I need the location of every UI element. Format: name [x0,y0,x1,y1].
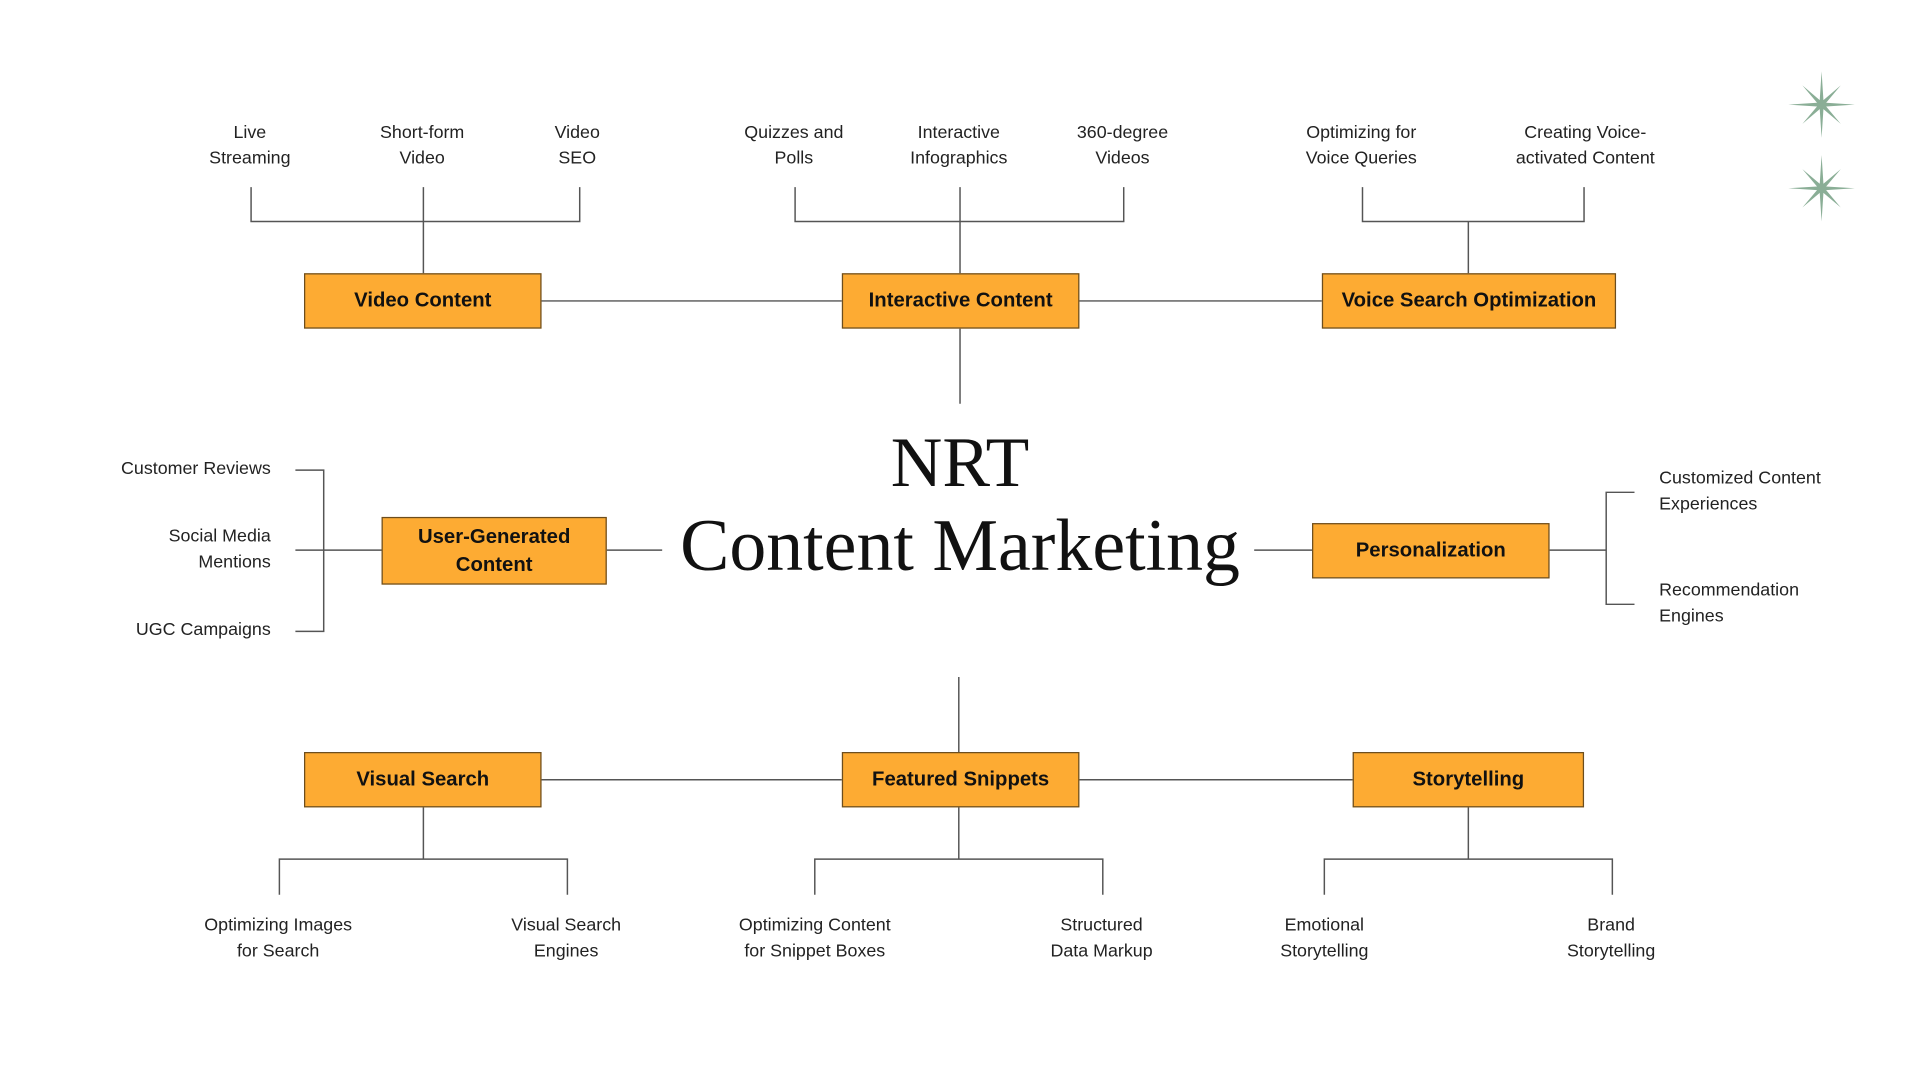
connector [794,187,1125,404]
node-visual-search: Visual Search [304,752,542,808]
leaf-label: Creating Voice-activated Content [1515,123,1655,169]
connector [1254,491,1635,606]
node-featured-snippets: Featured Snippets [841,752,1080,808]
title-content-marketing: Content Marketing [680,504,1240,586]
leaf-label: Customer Reviews [121,459,271,479]
connector [1361,187,1585,274]
connector [814,807,1104,895]
connector [1323,807,1614,895]
title-nrt: NRT [890,422,1030,503]
sparkle-star-icon [1788,155,1855,222]
node-user-generated-content: User-Generated Content [381,516,607,585]
leaf-label: UGC Campaigns [135,620,271,641]
node-personalization: Personalization [1312,523,1550,579]
connector [278,807,569,895]
node-storytelling: Storytelling [1352,752,1585,808]
node-interactive-content: Interactive Content [841,273,1080,329]
sparkle-star-icon [1788,71,1855,138]
connector [250,187,581,274]
connector [541,676,1353,781]
node-video-content: Video Content [304,273,542,329]
node-voice-search-optimization: Voice Search Optimization [1321,273,1617,329]
connector [295,469,663,633]
